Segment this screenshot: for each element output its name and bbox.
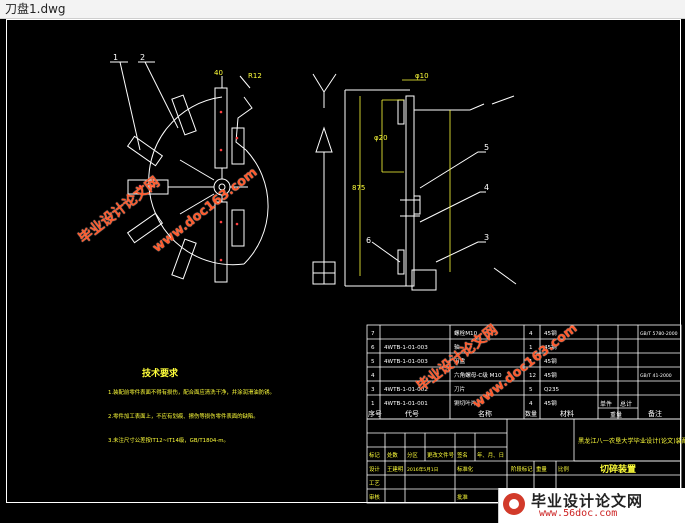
watermark-logo-icon (503, 493, 525, 515)
drawing-text: 轴 (454, 343, 460, 351)
bom-header: 序号 代号 名称 数量 材料 单件 总计 重量 备注 (368, 400, 662, 419)
drawing-text: 45钢 (544, 371, 557, 379)
drawing-text: 数量 (525, 410, 537, 418)
drawing-text: 7 (371, 331, 375, 337)
drawing-text: 4WTB-1-01-003 (384, 359, 428, 365)
side-view-dimensions (359, 79, 451, 276)
cutter-disc-view (110, 61, 269, 283)
drawing-text: 4 (529, 331, 533, 337)
tech-req-title: 技术要求 (142, 367, 179, 379)
drawing-text: 批准 (457, 493, 468, 501)
drawing-text: 名称 (478, 409, 492, 418)
drawing-text: 标准化 (457, 465, 474, 473)
drawing-text: 标记 (369, 451, 380, 459)
drawing-text: 45钢 (544, 399, 557, 407)
drawing-text: 4 (371, 373, 375, 379)
table-row: 3 4WTB-1-01-002 刀片 5 Q235 (371, 385, 560, 393)
drawing-text: 重量 (536, 465, 547, 473)
drawing-text: 阶段标记 (511, 465, 533, 473)
dim-r12: R12 (248, 72, 262, 80)
drawing-text: 铡切叶片 (454, 399, 477, 407)
drawing-text: 1 (371, 401, 375, 407)
title-block-part-name: 切碎装置 (600, 463, 636, 475)
drawing-text: 螺栓M10 (454, 329, 478, 337)
callout-2: 2 (140, 53, 145, 62)
drawing-text: 刀盘 (454, 357, 466, 365)
tech-req-item-2: 2.零件加工表面上，不应有划痕、擦伤等损伤零件表面的缺陷。 (108, 412, 259, 420)
title-block-school: 黑龙江八一农垦大学毕业设计(论文)装配图 (578, 437, 685, 445)
drawing-text: 单件 (600, 400, 612, 408)
drawing-text: 5 (371, 359, 375, 365)
dim-phi10: φ10 (415, 72, 429, 80)
title-block-labels: 标记 处数 分区 更改文件号 签名 年、月、日 设计 王建明 2016年5月1日… (369, 451, 569, 501)
drawing-text: 分区 (407, 451, 418, 459)
drawing-text: 6 (371, 345, 375, 351)
drawing-text: 1 (529, 359, 533, 365)
drawing-text: 审核 (369, 493, 380, 501)
side-view (344, 89, 517, 291)
drawing-text: GB/T 41-2000 (640, 373, 672, 379)
drawing-text: 设计 (369, 465, 380, 473)
table-row: 6 4WTB-1-01-003 轴 1 45钢 (371, 343, 557, 351)
bom-rows: 7 螺栓M10 4 45钢 GB/T 5780-2000 6 4WTB-1-01… (371, 329, 678, 407)
drawing-text: 45钢 (544, 343, 557, 351)
drawing-text: 更改文件号 (427, 451, 455, 459)
drawing-text: 处数 (387, 451, 398, 459)
drawing-text: 2016年5月1日 (407, 466, 438, 473)
callout-6: 6 (366, 236, 371, 245)
drawing-text: 序号 (368, 409, 382, 418)
drawing-text: 1 (529, 345, 533, 351)
window-titlebar: 刀盘1.dwg (0, 0, 685, 19)
tech-req-item-3: 3.未注尺寸公差按IT12~IT14级，GB/T1804-m。 (108, 436, 229, 444)
cad-viewport[interactable] (0, 19, 685, 523)
dim-phi20: φ20 (374, 134, 388, 142)
drawing-text: 比例 (558, 465, 569, 473)
drawing-text: 12 (529, 373, 536, 379)
drawing-text: Q235 (544, 387, 560, 393)
callout-3: 3 (484, 233, 489, 242)
drawing-text: 备注 (648, 409, 662, 418)
drawing-text: 4WTB-1-01-002 (384, 387, 428, 393)
drawing-text: 3 (371, 387, 375, 393)
drawing-text: 签名 (457, 451, 468, 459)
drawing-border (6, 19, 681, 503)
drawing-text: 4WTB-1-01-001 (384, 401, 428, 407)
watermark-badge-title: 毕业设计论文网 (531, 492, 644, 510)
bom-table-grid (366, 324, 682, 420)
watermark-badge-url: www.56doc.com (539, 508, 618, 519)
drawing-text: 45钢 (544, 357, 557, 365)
window-title: 刀盘1.dwg (5, 2, 66, 16)
drawing-text: 刀片 (454, 385, 466, 393)
callout-5: 5 (484, 143, 489, 152)
drawing-text: 代号 (405, 409, 419, 418)
drawing-text: 工艺 (369, 480, 380, 487)
drawing-text: 总计 (620, 400, 632, 408)
drawing-text: 六角螺母-C级 M10 (454, 371, 502, 379)
drawing-text: 4WTB-1-01-003 (384, 345, 428, 351)
watermark-badge: 毕业设计论文网 www.56doc.com (498, 488, 685, 523)
drawing-text: GB/T 5780-2000 (640, 331, 678, 337)
drawing-text: 45钢 (544, 329, 557, 337)
drawing-text: 年、月、日 (477, 451, 504, 459)
dim-40: 40 (214, 69, 223, 77)
table-row: 5 4WTB-1-01-003 刀盘 1 45钢 (371, 357, 557, 365)
feed-direction-symbol (312, 73, 337, 285)
drawing-text: 王建明 (387, 465, 403, 473)
drawing-text: 4 (529, 401, 533, 407)
drawing-text: 重量 (610, 411, 622, 419)
table-row: 4 六角螺母-C级 M10 12 45钢 GB/T 41-2000 (371, 371, 672, 379)
callout-4: 4 (484, 183, 489, 192)
table-row: 7 螺栓M10 4 45钢 GB/T 5780-2000 (371, 329, 678, 337)
callout-1: 1 (113, 53, 118, 62)
drawing-text: 材料 (560, 409, 574, 418)
drawing-text: 5 (529, 387, 533, 393)
dim-875: 875 (352, 184, 365, 192)
tech-req-item-1: 1.装配前零件表面不得有损伤，配合面应清洗干净，并涂润滑油防锈。 (108, 388, 275, 396)
table-row: 1 4WTB-1-01-001 铡切叶片 4 45钢 (371, 399, 557, 407)
